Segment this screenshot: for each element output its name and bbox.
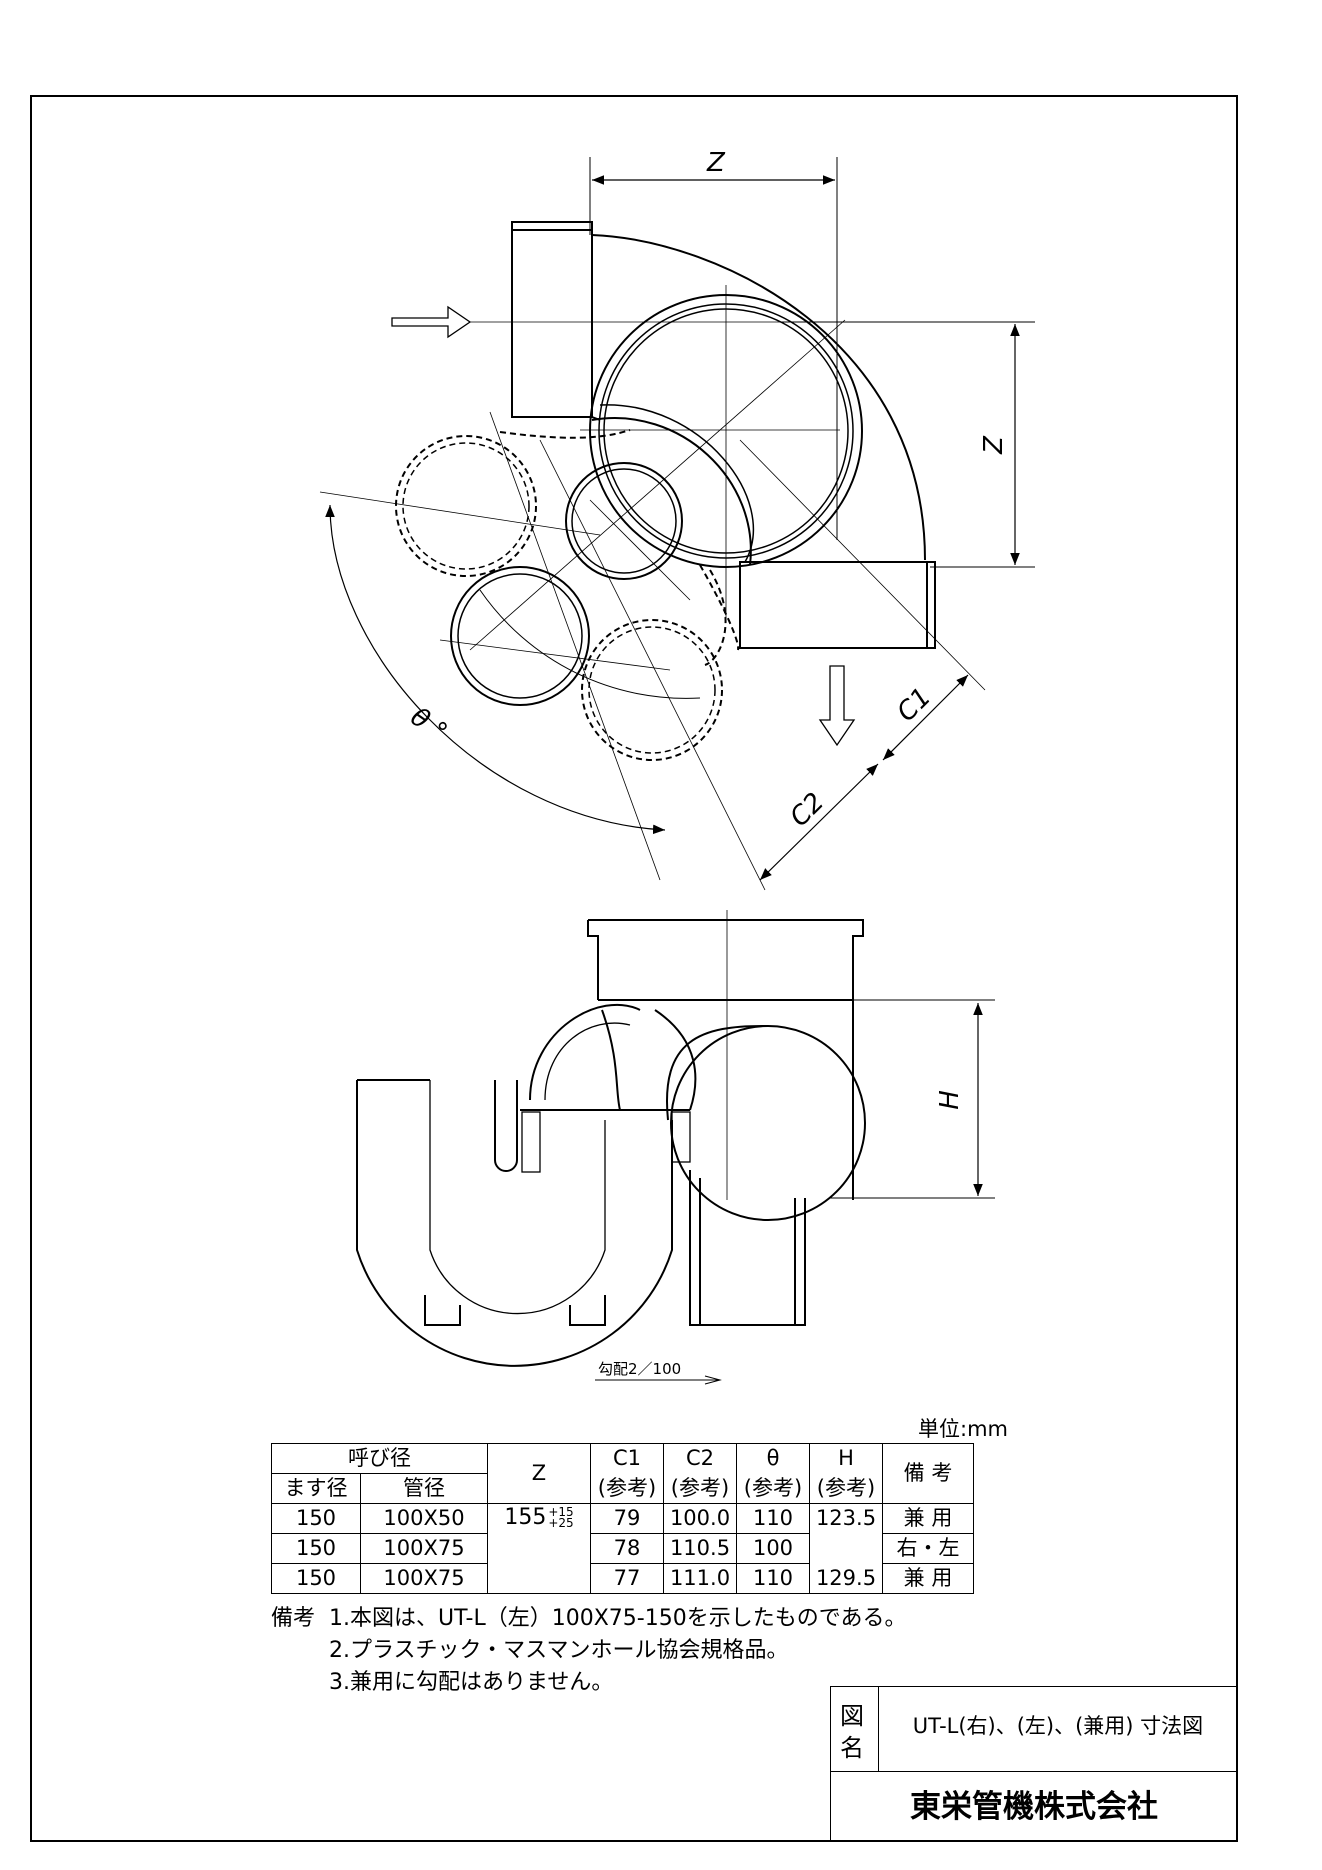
label-z-top: Z [707,148,725,178]
th-pipe: 管径 [360,1473,488,1504]
table-row: 150 100X75 77 111.0 110 129.5 兼 用 [271,1563,974,1594]
th-note: 備 考 [882,1443,974,1504]
label-z-right: Z [978,436,1009,454]
th-c2: C2 [663,1443,737,1474]
drawing-frame [30,95,1238,1842]
th-box: ます径 [271,1473,361,1504]
note-item: 2.プラスチック・マスマンホール協会規格品。 [329,1638,789,1663]
title-block-divider [830,1771,1238,1772]
th-nominal: 呼び径 [271,1443,488,1474]
z-value-cell: 155+15+25 [487,1503,591,1594]
drawing-title: UT-L(右)、(左)、(兼用) 寸法図 [912,1714,1204,1738]
th-ref-h: (参考) [809,1473,883,1504]
th-ref-c1: (参考) [590,1473,664,1504]
spec-table: 呼び径 Z C1 C2 θ H 備 考 ます径 管径 (参考) (参考) (参考… [271,1443,974,1594]
th-z: Z [487,1443,591,1504]
th-ref-theta: (参考) [736,1473,810,1504]
label-h: H [934,1090,965,1110]
elevation-view [356,910,995,1385]
title-block [830,1686,1238,1842]
th-h: H [809,1443,883,1474]
label-slope: 勾配2／100 [598,1360,682,1378]
table-row: 150 100X50 155+15+25 79 100.0 110 123.5 … [271,1503,974,1594]
note-item: 3.兼用に勾配はありません。 [329,1670,614,1695]
notes-head: 備考 [271,1606,316,1631]
th-theta: θ [736,1443,810,1474]
table-row: 150 100X75 78 110.5 100 右・左 [271,1533,974,1564]
notes: 備考 1.本図は、UT-L（左）100X75-150を示したものである。 2.プラ… [271,1603,906,1699]
unit-label: 単位:mm [918,1417,1008,1441]
th-c1: C1 [590,1443,664,1474]
th-ref-c2: (参考) [663,1473,737,1504]
title-block-label: 図 名 [830,1686,879,1771]
company-name: 東栄管機株式会社 [910,1789,1158,1825]
plan-view [319,157,1035,891]
note-item: 1.本図は、UT-L（左）100X75-150を示したものである。 [329,1606,907,1631]
